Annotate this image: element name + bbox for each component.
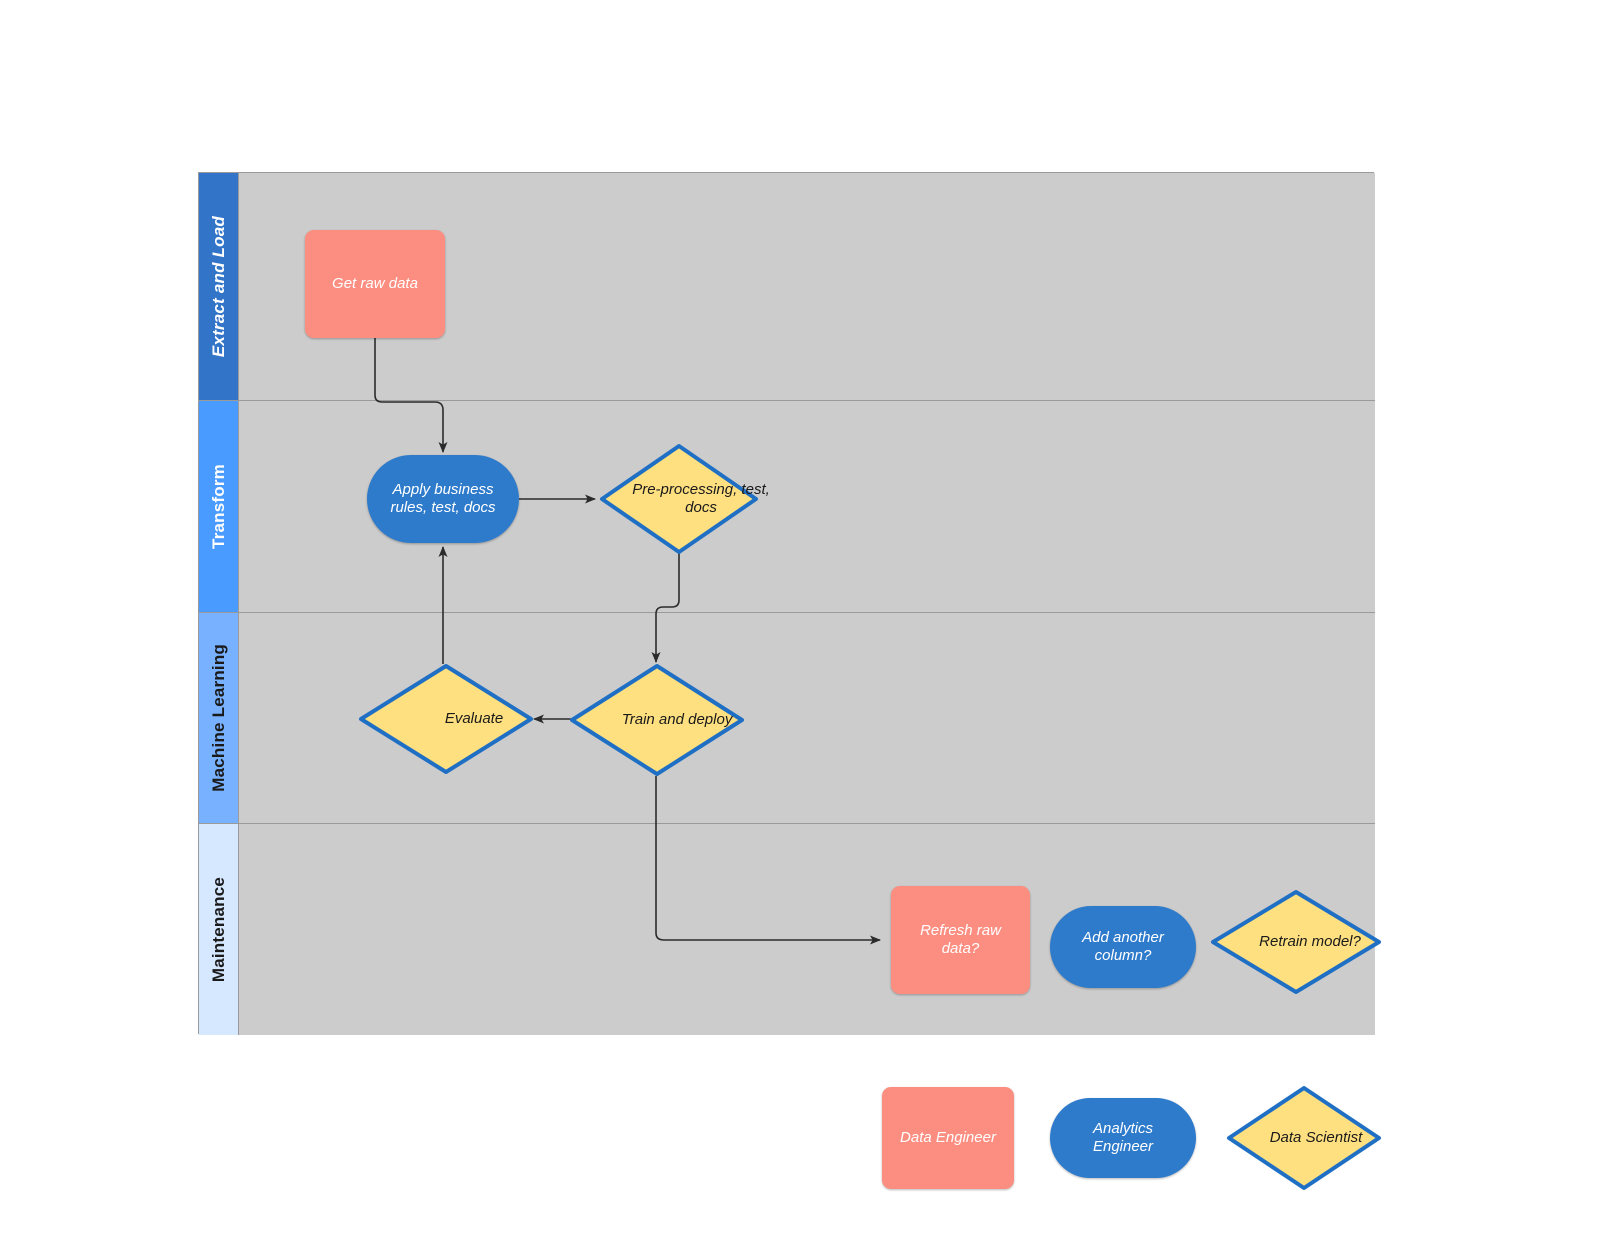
legend-label-data-engineer: Data Engineer xyxy=(900,1128,996,1146)
lane-header-maintenance[interactable]: Maintenance xyxy=(199,824,239,1035)
legend-label-analytics-engineer: Analytics Engineer xyxy=(1092,1119,1154,1155)
node-refresh-raw-data[interactable]: Refresh raw data? xyxy=(891,886,1030,994)
node-retrain-model[interactable]: Retrain model? xyxy=(1210,889,1382,995)
node-apply-business-rules[interactable]: Apply business rules, test, docs xyxy=(367,455,519,543)
lane-label-machine-learning: Machine Learning xyxy=(208,644,228,792)
pre-processing-diamond-shape xyxy=(600,444,758,554)
node-train-and-deploy[interactable]: Train and deploy xyxy=(569,663,745,777)
lane-body-maintenance xyxy=(239,824,1375,1035)
data-scientist-diamond-shape xyxy=(1227,1086,1381,1190)
node-evaluate[interactable]: Evaluate xyxy=(358,663,534,775)
node-get-raw-data[interactable]: Get raw data xyxy=(305,230,445,338)
node-label-add-another-column: Add another column? xyxy=(1082,928,1164,964)
train-and-deploy-diamond-shape xyxy=(570,664,744,776)
lane-label-extract-and-load: Extract and Load xyxy=(208,215,228,358)
node-add-another-column[interactable]: Add another column? xyxy=(1050,906,1196,988)
node-label-apply-business-rules: Apply business rules, test, docs xyxy=(390,480,496,516)
lane-label-maintenance: Maintenance xyxy=(208,876,228,983)
node-label-refresh-raw-data: Refresh raw data? xyxy=(920,921,1001,957)
evaluate-diamond-shape xyxy=(359,664,533,774)
lane-maintenance: Maintenance xyxy=(199,824,1375,1035)
lane-label-transform: Transform xyxy=(208,464,228,549)
node-pre-processing[interactable]: Pre-processing, test, docs xyxy=(599,443,770,555)
retrain-model-diamond-shape xyxy=(1211,890,1381,994)
node-label-get-raw-data: Get raw data xyxy=(332,274,418,292)
legend-item-data-scientist[interactable]: Data Scientist xyxy=(1226,1085,1382,1191)
legend-item-data-engineer[interactable]: Data Engineer xyxy=(882,1087,1014,1189)
legend-item-analytics-engineer[interactable]: Analytics Engineer xyxy=(1050,1098,1196,1178)
lane-header-transform[interactable]: Transform xyxy=(199,401,239,612)
lane-header-extract-and-load[interactable]: Extract and Load xyxy=(199,173,239,400)
lane-header-machine-learning[interactable]: Machine Learning xyxy=(199,613,239,823)
